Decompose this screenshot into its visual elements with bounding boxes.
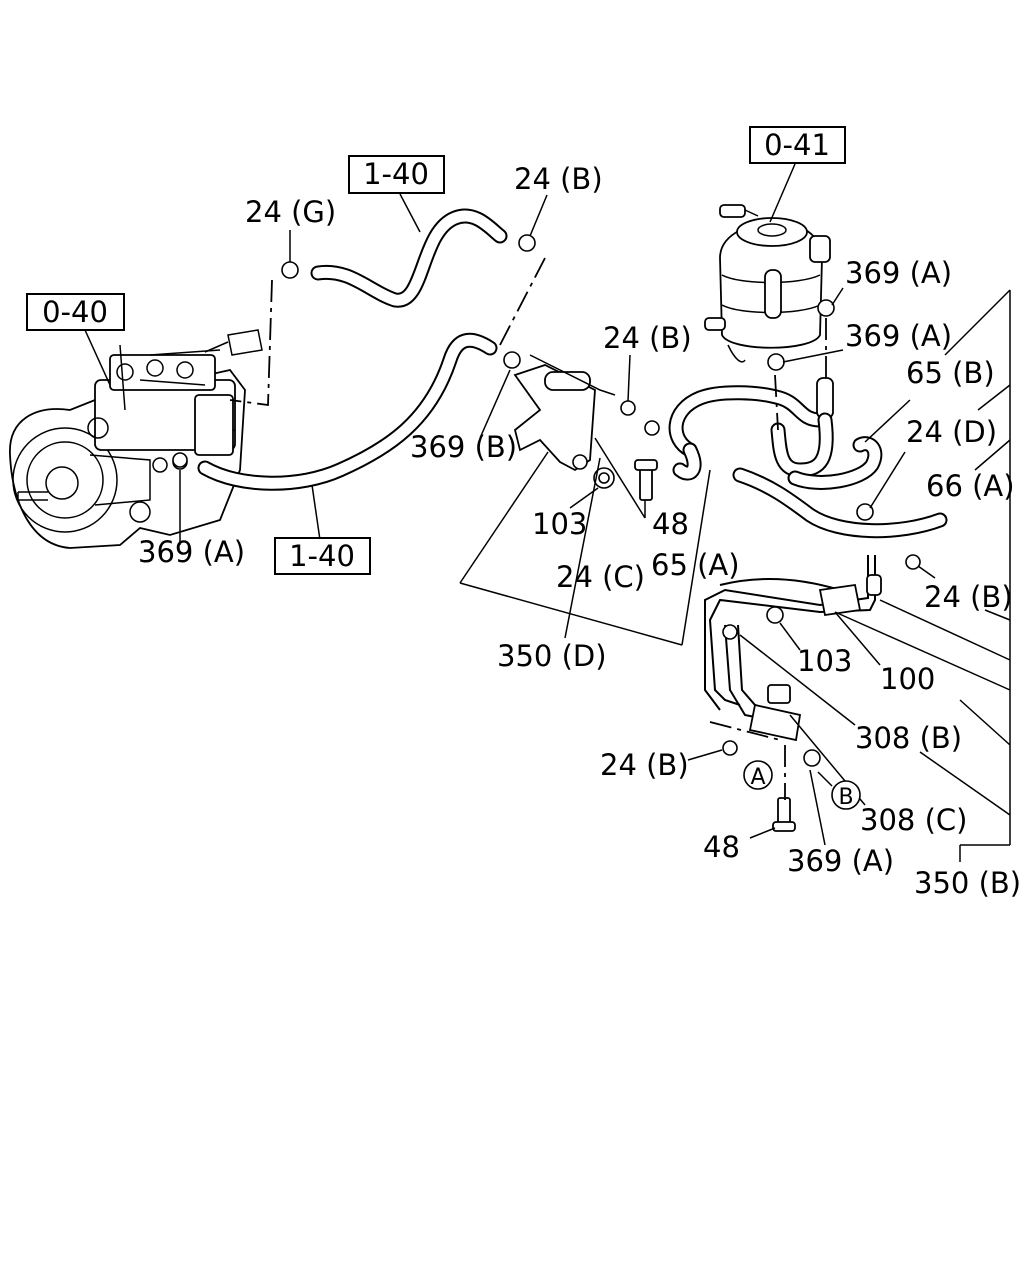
ref-0-41-text: 0-41 [764, 128, 830, 162]
label-369a-left: 369 (A) [138, 535, 245, 569]
label-24b-low: 24 (B) [600, 748, 689, 782]
label-369a-2: 369 (A) [845, 319, 952, 353]
ref-1-40-top-text: 1-40 [363, 157, 429, 191]
ref-box-1-40-bottom: 1-40 [274, 537, 371, 575]
label-24b-mid: 24 (B) [603, 321, 692, 355]
label-65a: 65 (A) [651, 548, 740, 582]
ref-1-40-bottom-text: 1-40 [289, 539, 355, 573]
hose-lines [197, 208, 948, 742]
label-24c: 24 (C) [556, 560, 645, 594]
marker-a: A [743, 760, 773, 790]
label-103-right: 103 [797, 644, 852, 678]
label-24b-right: 24 (B) [924, 580, 1013, 614]
ref-0-40-text: 0-40 [42, 295, 108, 329]
marker-b: B [831, 780, 861, 810]
label-100: 100 [880, 662, 935, 696]
ref-box-0-40: 0-40 [26, 293, 125, 331]
marker-b-text: B [838, 785, 853, 810]
ref-box-1-40-top: 1-40 [348, 155, 445, 194]
label-66a: 66 (A) [926, 469, 1015, 503]
dashed-guides [229, 257, 827, 800]
leader-lines [84, 163, 1011, 862]
label-308b: 308 (B) [855, 721, 962, 755]
label-65b: 65 (B) [906, 356, 995, 390]
ref-box-0-41: 0-41 [749, 126, 846, 164]
label-48-mid: 48 [652, 507, 689, 541]
label-24d: 24 (D) [906, 415, 997, 449]
label-24g: 24 (G) [245, 195, 336, 229]
label-350d: 350 (D) [497, 639, 607, 673]
callout-labels: 24 (G) 24 (B) 369 (A) 369 (A) 65 (B) 24 … [138, 162, 1021, 900]
label-369a-low: 369 (A) [787, 844, 894, 878]
fuel-filter-drawing [704, 204, 831, 363]
label-48-low: 48 [703, 830, 740, 864]
marker-a-text: A [750, 765, 765, 790]
label-369b: 369 (B) [410, 430, 517, 464]
label-24b-top: 24 (B) [514, 162, 603, 196]
label-369a-1: 369 (A) [845, 256, 952, 290]
label-350b: 350 (B) [914, 866, 1021, 900]
bracket-assembly [513, 354, 658, 501]
label-103-left: 103 [532, 507, 587, 541]
clamp-fittings [172, 234, 921, 832]
label-308c: 308 (C) [860, 803, 967, 837]
injection-pump-drawing [9, 329, 263, 549]
